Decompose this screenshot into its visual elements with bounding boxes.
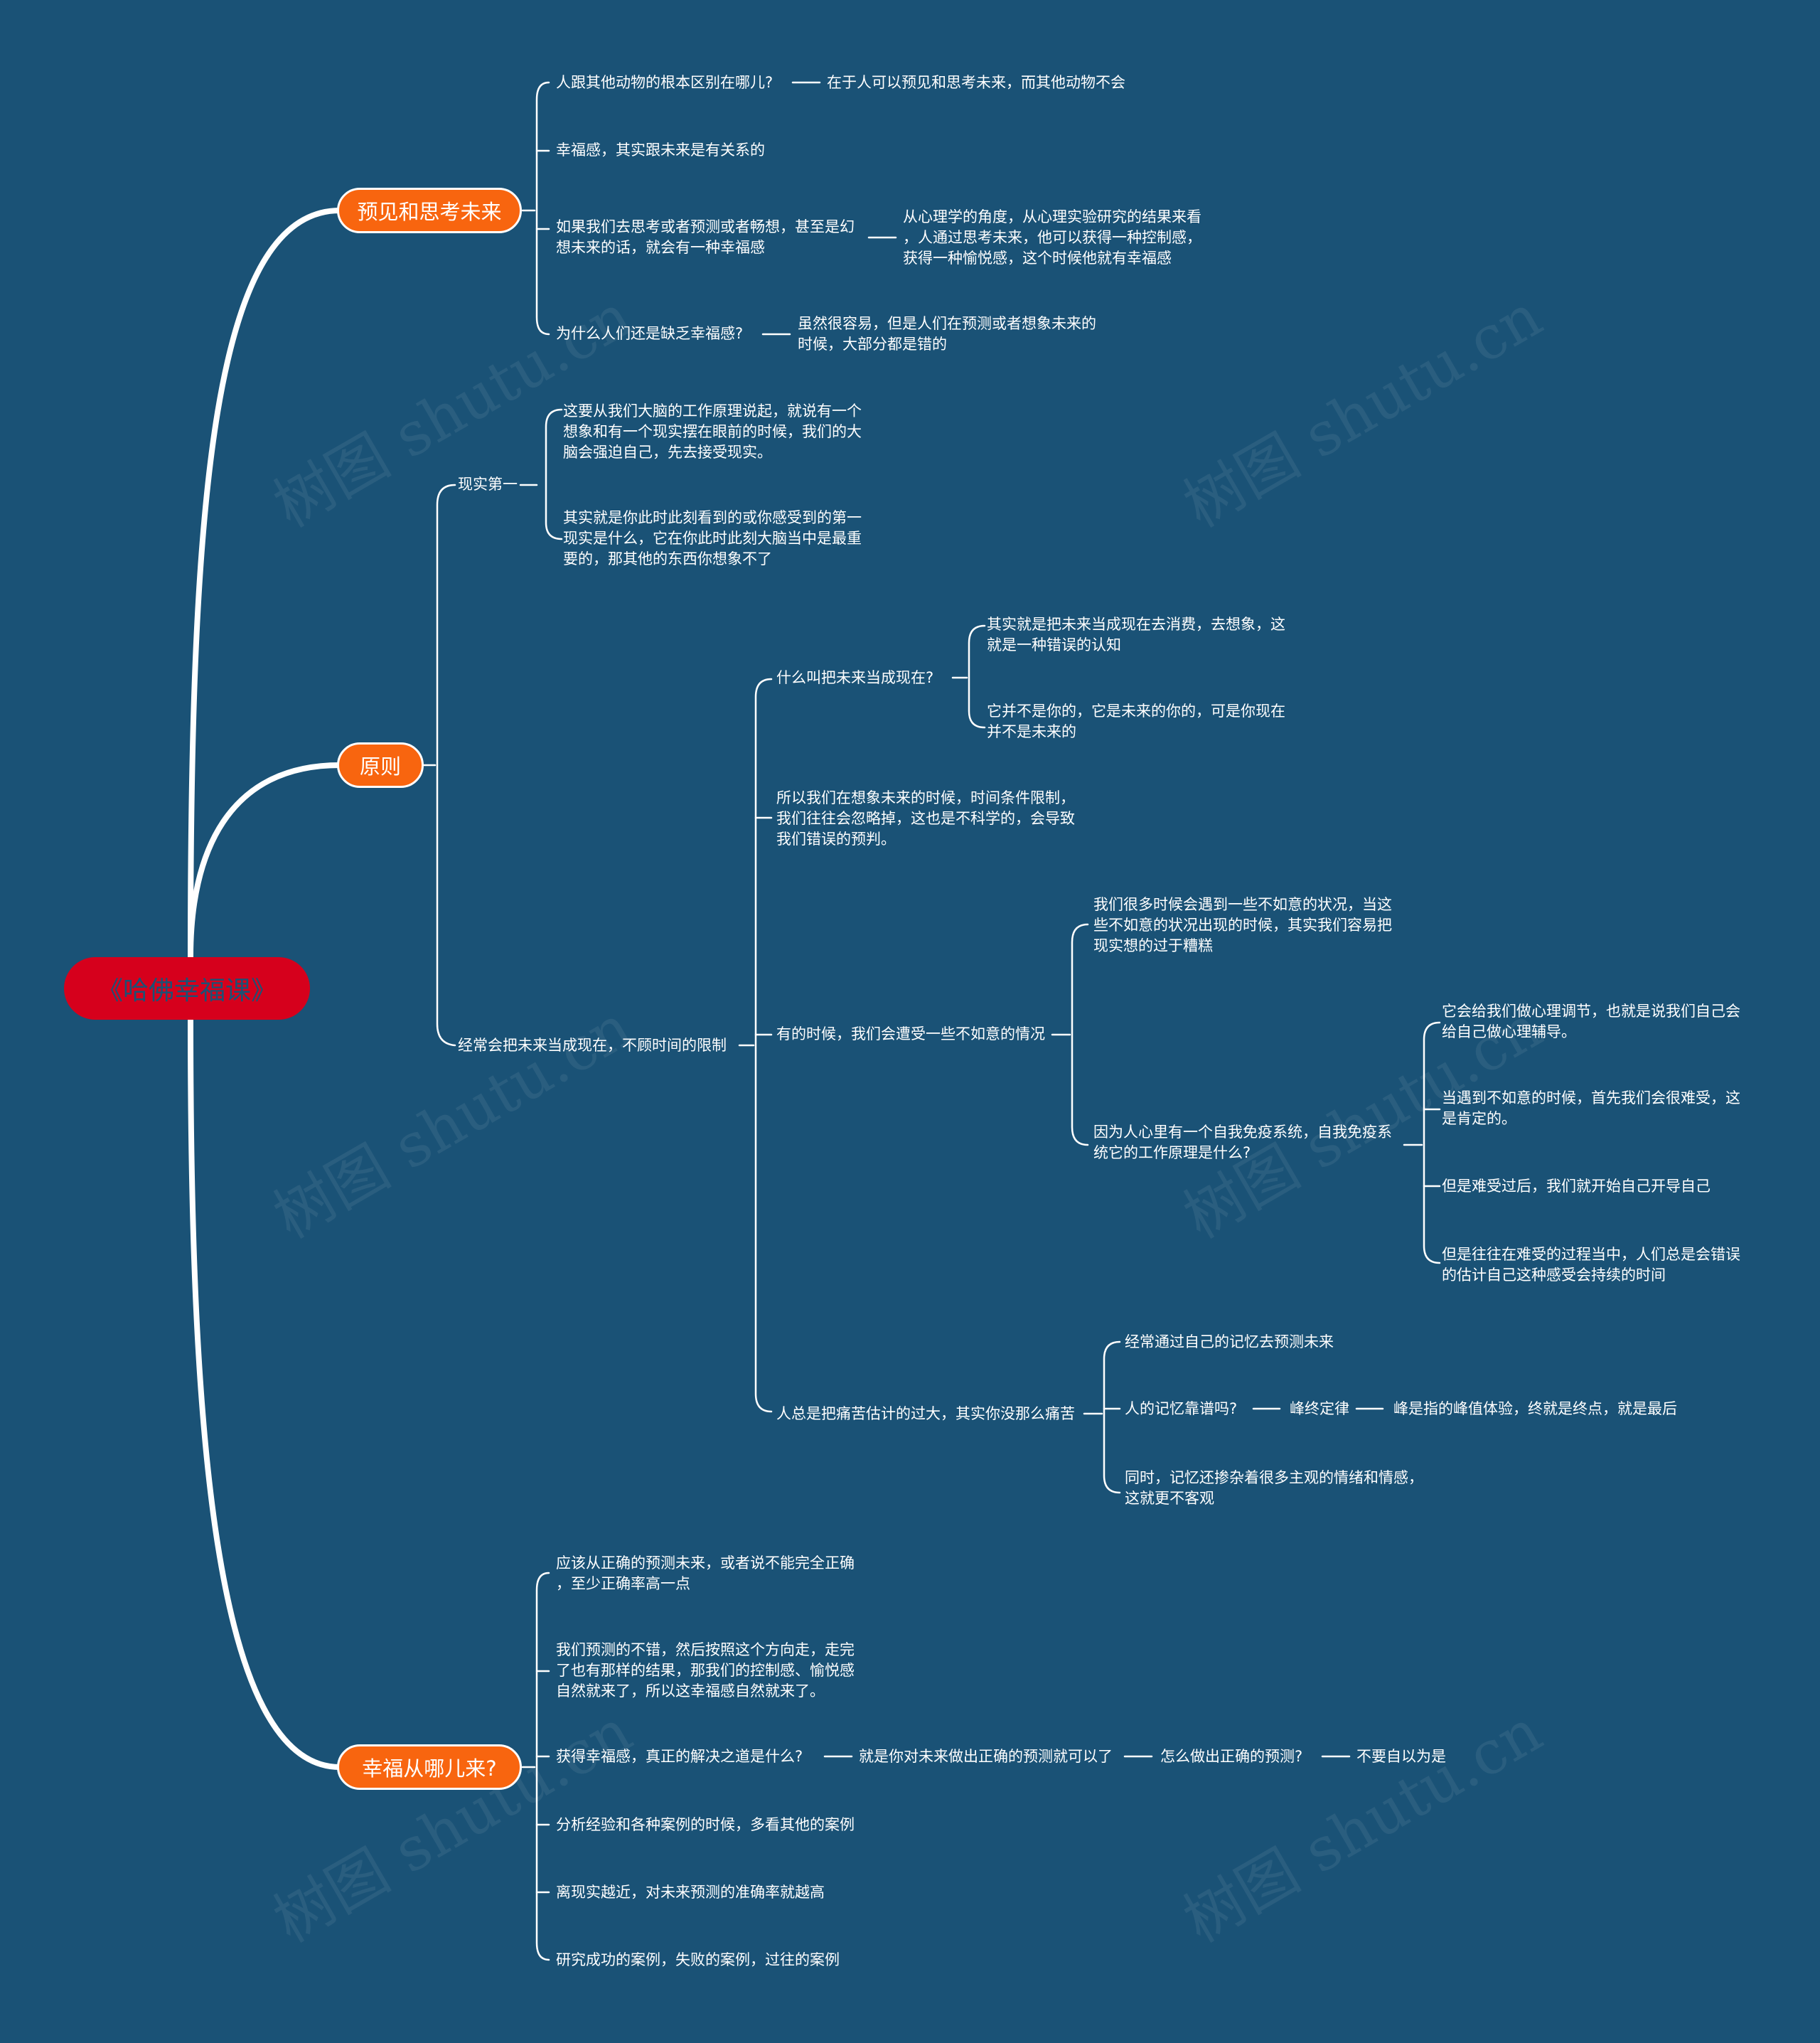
node-text[interactable]: 不要自以为是 [1356,1748,1446,1765]
node-text[interactable]: 这要从我们大脑的工作原理说起，就说有一个 想象和有一个现实摆在眼前的时候，我们的… [563,402,862,461]
node-text[interactable]: 离现实越近，对未来预测的准确率就越高 [556,1884,825,1901]
node-text[interactable]: 研究成功的案例，失败的案例，过往的案例 [556,1951,840,1968]
node-text[interactable]: 峰终定律 [1290,1400,1349,1417]
node-text[interactable]: 就是你对未来做出正确的预测就可以了 [859,1748,1113,1765]
node-text[interactable]: 人总是把痛苦估计的过大，其实你没那么痛苦 [776,1405,1075,1422]
node-text[interactable]: 当遇到不如意的时候，首先我们会很难受，这 是肯定的。 [1442,1089,1740,1127]
node-text[interactable]: 但是难受过后，我们就开始自己开导自己 [1442,1178,1711,1195]
node-text[interactable]: 同时，记忆还掺杂着很多主观的情绪和情感， 这就更不客观 [1125,1469,1423,1507]
node-text[interactable]: 什么叫把未来当成现在? [776,669,934,686]
node-text[interactable]: 因为人心里有一个自我免疫系统，自我免疫系 统它的工作原理是什么? [1093,1124,1392,1161]
node-text[interactable]: 经常会把未来当成现在，不顾时间的限制 [458,1037,727,1054]
node-text[interactable]: 有的时候，我们会遭受一些不如意的情况 [776,1025,1045,1042]
node-text[interactable]: 经常通过自己的记忆去预测未来 [1125,1333,1334,1350]
node-text[interactable]: 所以我们在想象未来的时候，时间条件限制， 我们往往会忽略掉，这也是不科学的，会导… [776,789,1075,848]
node-text[interactable]: 如果我们去思考或者预测或者畅想，甚至是幻 想未来的话，就会有一种幸福感 [556,218,855,256]
node-text[interactable]: 从心理学的角度，从心理实验研究的结果来看 ，人通过思考未来，他可以获得一种控制感… [903,208,1201,267]
node-text[interactable]: 获得幸福感，真正的解决之道是什么? [556,1748,803,1765]
node-text[interactable]: 我们很多时候会遇到一些不如意的状况，当这 些不如意的状况出现的时候，其实我们容易… [1093,896,1392,954]
node-text[interactable]: 现实第一 [458,476,518,493]
node-text[interactable]: 我们预测的不错，然后按照这个方向走，走完 了也有那样的结果，那我们的控制感、愉悦… [556,1641,855,1700]
branch-node-principles[interactable]: 原则 [337,742,424,788]
node-text[interactable]: 虽然很容易，但是人们在预测或者想象未来的 时候，大部分都是错的 [798,315,1096,353]
node-text[interactable]: 它并不是你的，它是未来的你的，可是你现在 并不是未来的 [987,703,1285,740]
branch-node-foresee-future[interactable]: 预见和思考未来 [337,188,522,233]
node-text[interactable]: 人的记忆靠谱吗? [1125,1400,1238,1417]
node-text[interactable]: 怎么做出正确的预测? [1160,1748,1303,1765]
node-text[interactable]: 应该从正确的预测未来，或者说不能完全正确 ，至少正确率高一点 [556,1554,855,1592]
node-text[interactable]: 其实就是把未来当成现在去消费，去想象，这 就是一种错误的认知 [987,616,1285,654]
root-node[interactable]: 《哈佛幸福课》 [64,957,310,1020]
node-text[interactable]: 为什么人们还是缺乏幸福感? [556,325,744,342]
node-text[interactable]: 它会给我们做心理调节，也就是说我们自己会 给自己做心理辅导。 [1442,1003,1740,1040]
node-text[interactable]: 但是往往在难受的过程当中，人们总是会错误 的估计自己这种感受会持续的时间 [1442,1246,1740,1284]
branch-node-happiness-source[interactable]: 幸福从哪儿来? [337,1744,522,1790]
node-text[interactable]: 幸福感，其实跟未来是有关系的 [556,142,765,159]
node-text[interactable]: 分析经验和各种案例的时候，多看其他的案例 [556,1816,855,1833]
node-text[interactable]: 峰是指的峰值体验，终就是终点，就是最后 [1393,1400,1677,1417]
node-text[interactable]: 在于人可以预见和思考未来，而其他动物不会 [827,74,1125,91]
node-text[interactable]: 其实就是你此时此刻看到的或你感受到的第一 现实是什么，它在你此时此刻大脑当中是最… [563,509,862,567]
node-text[interactable]: 人跟其他动物的根本区别在哪儿? [556,74,774,91]
